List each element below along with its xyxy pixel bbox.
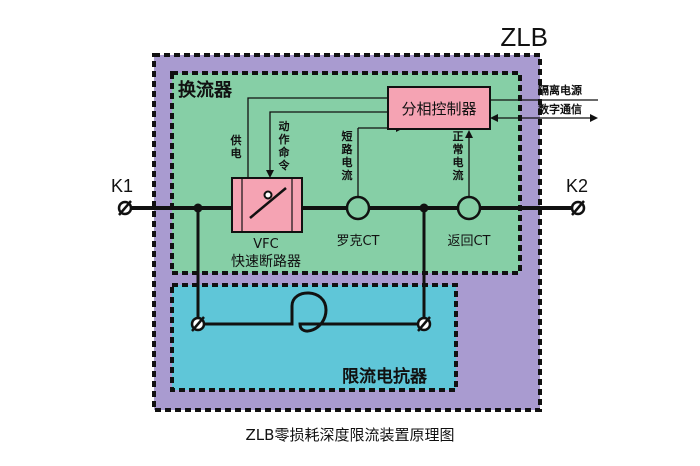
signal-normal-current-char: 流 bbox=[453, 168, 464, 182]
return-ct bbox=[456, 195, 482, 221]
signal-short-circuit-current-char: 短 bbox=[342, 129, 353, 143]
rogowski-ct-label: 罗克CT bbox=[336, 234, 379, 249]
phase-controller bbox=[387, 86, 491, 130]
signal-action-command-char: 令 bbox=[278, 158, 291, 172]
signal-short-circuit-current-char: 电 bbox=[342, 155, 353, 169]
power-supply-line bbox=[247, 97, 388, 178]
isolated-power-label: 隔离电源 bbox=[538, 83, 582, 97]
action-command-arrow-icon bbox=[266, 170, 274, 178]
signal-short-circuit-current-char: 路 bbox=[342, 142, 354, 156]
terminal-k1-label: K1 bbox=[111, 176, 133, 196]
signal-power-supply-char: 电 bbox=[231, 146, 242, 160]
vfc-name: VFC bbox=[253, 237, 278, 252]
reactor-coil-icon bbox=[204, 291, 418, 333]
rogowski-ct bbox=[345, 195, 371, 221]
reactor-terminal-left-slash bbox=[191, 316, 205, 332]
signal-normal-current-char: 常 bbox=[453, 142, 464, 156]
reactor-region bbox=[170, 283, 458, 392]
signal-normal-current-char: 电 bbox=[453, 155, 464, 169]
action-command-line bbox=[269, 111, 388, 172]
signal-action-command-char: 命 bbox=[278, 145, 291, 159]
digital-comm-label: 数字通信 bbox=[538, 102, 582, 116]
signal-short-circuit-current-char: 流 bbox=[342, 168, 353, 182]
reactor-terminal-right-slash bbox=[417, 316, 431, 332]
terminal-k2-label: K2 bbox=[566, 176, 588, 196]
digital-comm-arrow-left-icon bbox=[490, 114, 498, 122]
figure-caption: ZLB零损耗深度限流装置原理图 bbox=[245, 426, 455, 444]
digital-comm-arrow-right-icon bbox=[590, 114, 598, 122]
terminal-k1-slash bbox=[118, 200, 132, 216]
vfc-switch-pivot bbox=[263, 190, 273, 200]
signal-normal-current-char: 正 bbox=[453, 130, 464, 143]
signal-action-command-char: 作 bbox=[279, 132, 290, 146]
vfc-subtitle: 快速断路器 bbox=[231, 254, 301, 270]
signal-power-supply-char: 供 bbox=[230, 133, 242, 147]
converter-title: 换流器 bbox=[178, 79, 233, 101]
zlb-schematic: ZLB 换流器 限流电抗器 K1 K2 VFC 快速断路器 罗克CT 返回CT … bbox=[111, 22, 598, 412]
vfc-switch-blade bbox=[249, 187, 287, 219]
reactor-title: 限流电抗器 bbox=[342, 366, 428, 387]
zlb-title: ZLB bbox=[500, 22, 548, 52]
return-ct-arrow-icon bbox=[465, 130, 473, 138]
signal-action-command-char: 动 bbox=[279, 119, 290, 133]
phase-controller-label: 分相控制器 bbox=[401, 100, 476, 118]
signal-power-supply-label: 供电 bbox=[230, 133, 242, 160]
return-ct-label: 返回CT bbox=[447, 234, 490, 249]
terminal-k2-slash bbox=[571, 200, 585, 216]
